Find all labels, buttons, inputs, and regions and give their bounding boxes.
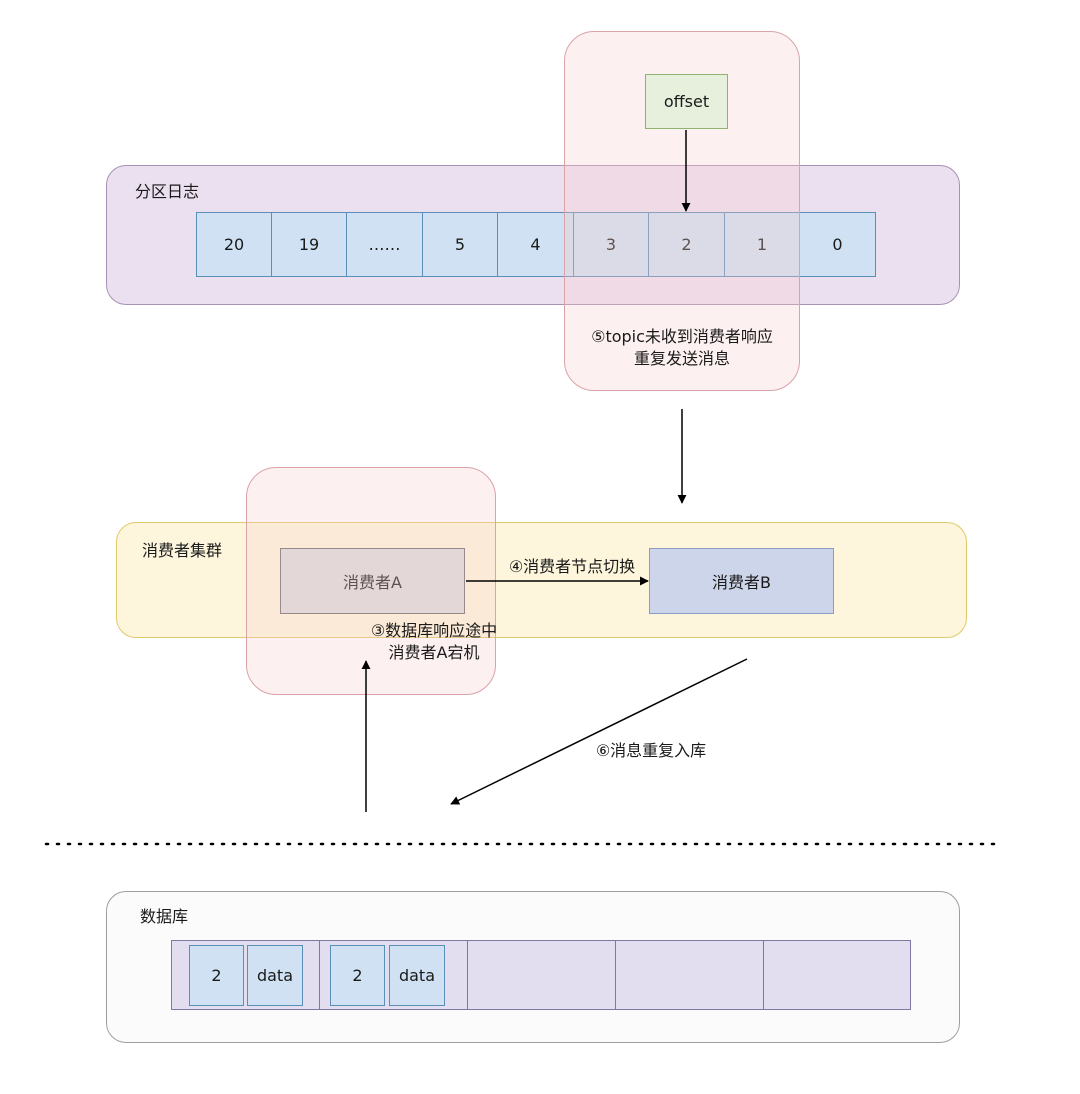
consumer-a-highlight-region (246, 467, 496, 695)
partition-cell: 2 (648, 212, 725, 277)
topic-note-line1: ⑤topic未收到消费者响应 (591, 327, 773, 346)
partition-cell: 19 (271, 212, 347, 277)
consumer-b-to-database-arrow (450, 658, 748, 805)
switch-note: ④消费者节点切换 (508, 557, 636, 576)
record-id-cell: 2 (189, 945, 244, 1006)
partition-cell: 0 (799, 212, 876, 277)
partition-cell: 5 (422, 212, 498, 277)
reinsert-note: ⑥消息重复入库 (595, 741, 707, 760)
partition-cell: 20 (196, 212, 272, 277)
database-slot (763, 940, 911, 1010)
topic-note-line2: 重复发送消息 (633, 349, 730, 368)
consumer-a-box: 消费者A (280, 548, 465, 614)
record-data-cell: data (389, 945, 445, 1006)
partition-log-label: 分区日志 (135, 182, 200, 201)
offset-box: offset (645, 74, 728, 129)
topic-note: ⑤topic未收到消费者响应 重复发送消息 (560, 326, 804, 370)
database-slot (615, 940, 764, 1010)
partition-cell: 4 (497, 212, 574, 277)
record-id-cell: 2 (330, 945, 385, 1006)
consumer-cluster-label: 消费者集群 (142, 541, 223, 560)
database-label: 数据库 (140, 907, 189, 926)
crash-note-line1: ③数据库响应途中 (370, 621, 498, 640)
record-data-cell: data (247, 945, 303, 1006)
partition-cell: 3 (573, 212, 649, 277)
database-slot (467, 940, 616, 1010)
crash-note: ③数据库响应途中 消费者A宕机 (334, 620, 534, 664)
crash-note-line2: 消费者A宕机 (388, 643, 480, 662)
partition-cell: 1 (724, 212, 800, 277)
consumer-b-box: 消费者B (649, 548, 834, 614)
partition-cell: …… (346, 212, 423, 277)
